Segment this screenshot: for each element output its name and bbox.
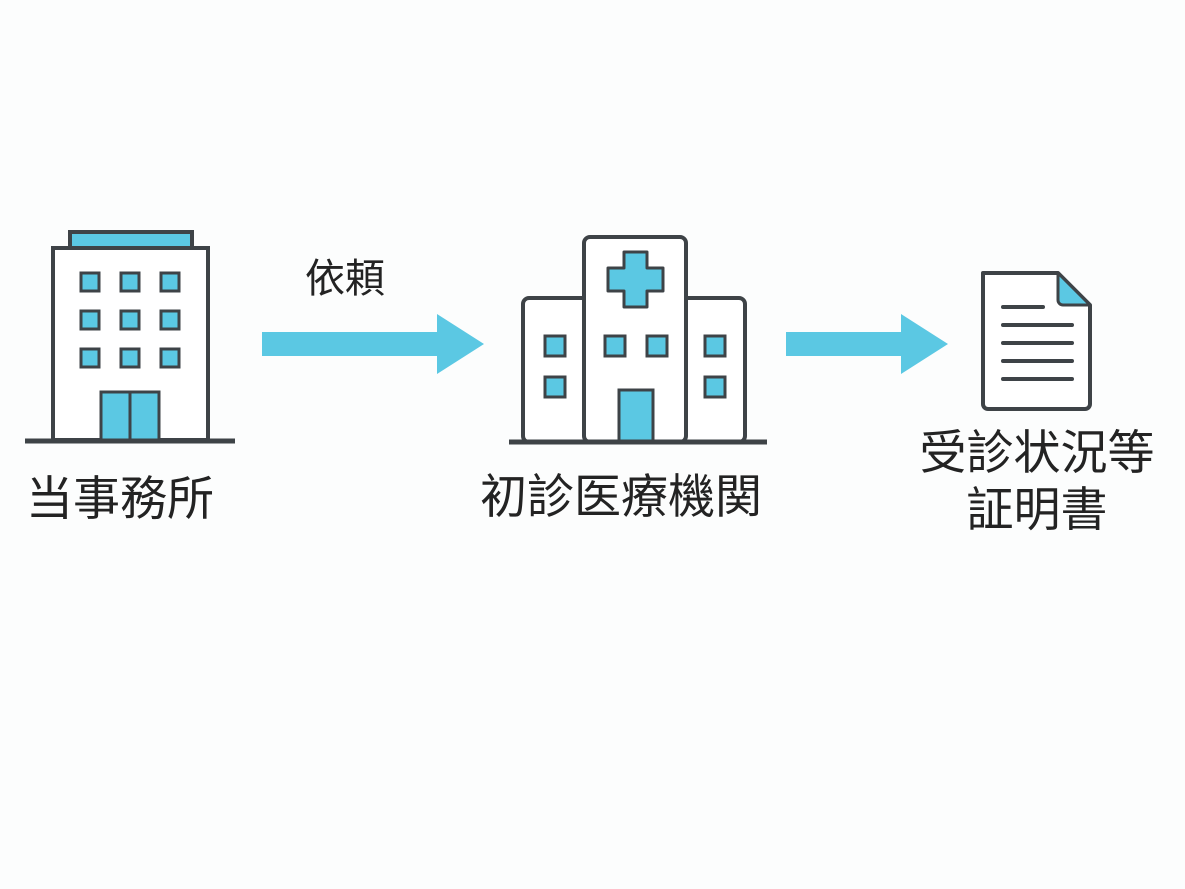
certificate-label: 受診状況等 証明書 bbox=[908, 425, 1166, 540]
arrow-right-icon bbox=[262, 314, 484, 374]
hospital-left-wing bbox=[521, 296, 593, 444]
arrow-right-icon bbox=[786, 314, 948, 374]
hospital-door bbox=[617, 388, 655, 444]
document-icon bbox=[981, 271, 1092, 411]
office-label: 当事務所 bbox=[26, 472, 214, 527]
clinic-label: 初診医療機関 bbox=[480, 470, 762, 525]
office-windows bbox=[79, 271, 181, 369]
office-roof bbox=[68, 230, 194, 250]
document-fold bbox=[1056, 271, 1092, 307]
hospital-windows bbox=[543, 334, 727, 399]
office-door bbox=[99, 390, 161, 442]
hospital-cross-icon bbox=[606, 250, 665, 309]
certificate-label-line-1: 受診状況等 bbox=[919, 426, 1155, 481]
request-label: 依頼 bbox=[305, 256, 385, 302]
hospital-icon bbox=[509, 235, 767, 445]
office-building-icon bbox=[25, 230, 235, 444]
certificate-label-line-2: 証明書 bbox=[966, 483, 1108, 539]
document-text-lines bbox=[1001, 305, 1074, 381]
